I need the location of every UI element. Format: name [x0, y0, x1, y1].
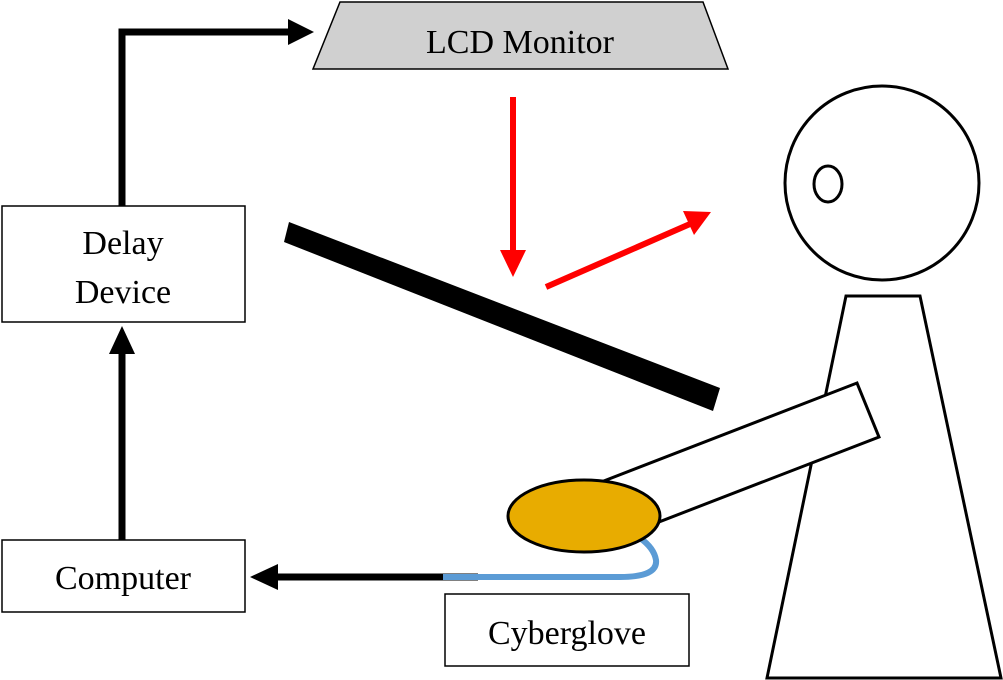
lcd-monitor: LCD Monitor: [311, 1, 730, 70]
delay-device-label-line2: Device: [75, 274, 171, 311]
computer-label: Computer: [55, 560, 192, 597]
cyberglove: Cyberglove: [444, 593, 690, 667]
delay-device: Delay Device: [1, 205, 246, 323]
light-ray-reflected: [544, 211, 711, 290]
lcd-monitor-label: LCD Monitor: [426, 24, 615, 61]
delay-device-label-line1: Delay: [82, 225, 163, 262]
computer-to-delay-arrow: [109, 326, 135, 540]
light-ray-down: [500, 97, 526, 277]
glove-cable: [443, 535, 660, 580]
cyberglove-box: [444, 593, 690, 667]
gloved-hand: [506, 478, 662, 554]
cyberglove-label: Cyberglove: [488, 615, 646, 652]
computer: Computer: [1, 539, 246, 613]
delay-to-monitor-arrow: [118, 19, 314, 206]
lcd-monitor-shape: [311, 1, 730, 70]
computer-box: [1, 539, 246, 613]
person-eye: [812, 164, 844, 204]
person-head: [783, 84, 981, 282]
person-body: [765, 294, 1003, 680]
delay-device-box: [1, 205, 246, 323]
mirror: [284, 222, 720, 411]
